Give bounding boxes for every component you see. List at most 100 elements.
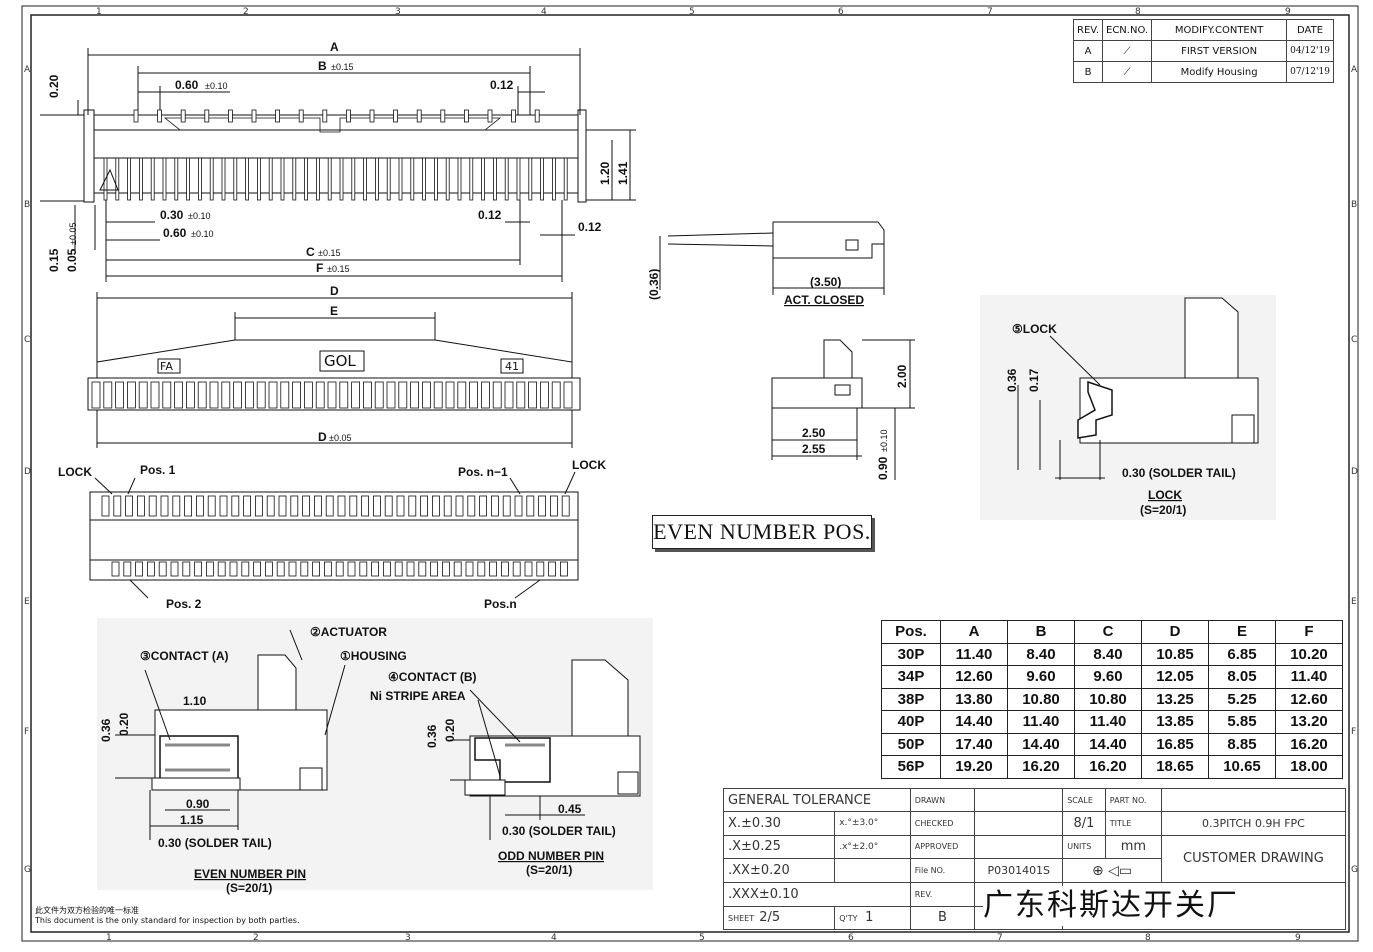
dim-012b: 0.12 [478,208,502,222]
bottom-contact-top [266,495,275,517]
bottom-contact-top [431,495,440,517]
bottom-contact-top [443,495,452,517]
sheet-label: SHEET 2/5 [722,905,836,931]
contact-a-label: ③CONTACT (A) [140,649,229,663]
bottom-contact-bottom [111,561,120,577]
bottom-contact-bottom [312,561,321,577]
contact-slot [445,381,455,409]
bottom-contact-top [231,495,240,517]
bottom-contact-bottom [536,561,545,577]
footnote-cn: 此文件为双方检验的唯一标准 [35,906,139,915]
grid-number: 2 [243,7,249,17]
contact-slot [150,381,160,409]
rev-header-content: MODIFY.CONTENT [1151,19,1288,41]
actuator-label: ②ACTUATOR [310,625,387,639]
general-tolerance-label: GENERAL TOLERANCE [723,787,911,813]
dim-closed-036: (0.36) [647,269,661,300]
grid-letter: D [24,467,31,477]
contact-tail [174,157,179,201]
contact-tail [552,157,556,201]
even-dim-090: 0.90 [186,797,210,811]
dim-C: C [306,245,315,259]
bottom-contact-top [302,495,311,517]
contact-slot [327,381,337,409]
dim-F-tol: ±0.15 [327,264,349,274]
contact-slot [551,381,561,409]
tol-xxxx: .XXX±0.10 [723,882,911,907]
grid-number: 3 [395,7,401,17]
contact-slot [351,381,361,409]
bottom-contact-bottom [382,561,391,577]
bottom-contact-bottom [406,561,415,577]
footnote: 此文件为双方检验的唯一标准 This document is the only … [35,906,300,926]
bottom-contact-bottom [335,561,344,577]
bottom-contact-top [278,495,287,517]
checked-label: CHECKED [909,811,976,836]
contact-slot [103,381,113,409]
pos-table-header: C [1074,620,1142,644]
grid-letter: G [24,865,31,875]
dim-E: E [330,304,338,318]
contact-slot [127,381,136,409]
contact-slot [457,381,467,409]
footnote-en: This document is the only standard for i… [35,916,300,925]
bottom-contact-bottom [477,561,486,577]
contact-pin [345,109,351,123]
grid-number: 2 [253,933,259,943]
pos-table-cell: 11.40 [1007,710,1075,734]
grid-letter: A [1351,65,1358,75]
grid-number: 8 [1135,7,1141,17]
rev-header-ecn: ECN.NO. [1101,19,1153,41]
grid-letter: D [1351,467,1358,477]
bottom-contact-top [550,495,558,517]
pos-table-cell: 11.40 [1275,665,1343,689]
qty-value: 1 [865,910,874,926]
dim-005: 0.05 [65,248,79,272]
drawing-type: CUSTOMER DRAWING [1160,834,1347,884]
contact-tail [386,157,391,201]
contact-tail [150,157,155,201]
grid-letter: G [1351,865,1358,875]
rev-row-b-rev: B [1073,61,1103,83]
bottom-contact-bottom [524,561,533,577]
contact-pin [440,109,446,123]
pos-table-cell: 5.85 [1208,710,1276,734]
dim-060b-tol: ±0.10 [191,229,213,239]
contact-pin [180,109,186,123]
dim-200: 2.00 [895,364,909,388]
pos-table-cell: 9.60 [1074,665,1142,689]
contact-tail [209,157,214,201]
tol-xx: .X±0.25 [722,834,836,859]
bottom-contact-top [538,495,546,517]
contact-slot [162,381,172,409]
pos-table-cell: 13.25 [1141,687,1209,711]
contact-slot [174,381,184,409]
contact-slot [138,381,148,409]
sheet-value: 2/5 [759,910,781,926]
bottom-contact-bottom [205,561,214,577]
contact-pin [369,109,375,123]
contact-tail [504,157,509,201]
contact-slot [256,381,266,409]
grid-number: 7 [987,7,993,17]
pos-table-cell: 13.20 [1275,710,1343,734]
even-solder-tail: 0.30 (SOLDER TAIL) [158,836,272,850]
even-number-pos-box: EVEN NUMBER POS. [652,515,872,549]
contact-slot [421,381,431,409]
contact-pin [511,109,517,123]
dim-090-tol: ±0.10 [879,430,889,452]
bottom-contact-top [361,495,370,517]
housing-label: ①HOUSING [340,649,407,663]
pos-table-cell: 16.20 [1007,755,1075,779]
bottom-contact-bottom [170,561,179,577]
contact-pin [133,109,139,123]
bottom-contact-top [207,495,216,517]
rev-header-rev: REV. [1073,19,1103,41]
contact-slot [339,381,349,409]
tol-angle-2: .x°±2.0° [834,834,911,859]
